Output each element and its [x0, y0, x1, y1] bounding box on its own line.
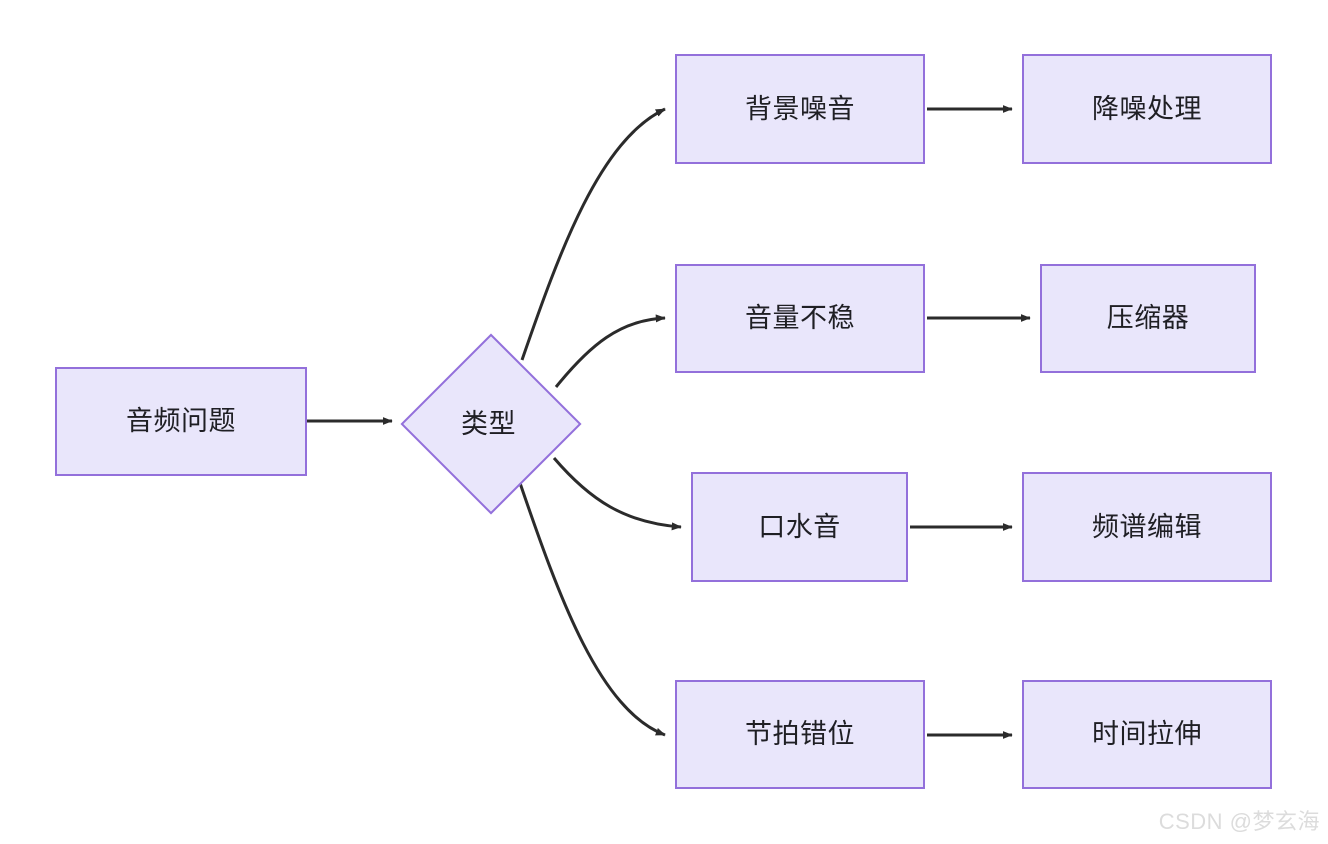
node-problem4[interactable]: 节拍错位 [675, 680, 925, 789]
node-problem3[interactable]: 口水音 [691, 472, 908, 582]
node-solution3-label: 频谱编辑 [1092, 511, 1202, 542]
node-problem1[interactable]: 背景噪音 [675, 54, 925, 164]
node-problem1-label: 背景噪音 [745, 93, 855, 124]
node-solution2[interactable]: 压缩器 [1040, 264, 1256, 373]
node-solution2-label: 压缩器 [1106, 303, 1190, 334]
node-solution1[interactable]: 降噪处理 [1022, 54, 1272, 164]
node-solution3[interactable]: 频谱编辑 [1022, 472, 1272, 582]
edge-decision-to-problem4 [518, 482, 666, 737]
edge-decision-to-problem1 [520, 107, 666, 361]
node-solution4-label: 时间拉伸 [1092, 719, 1202, 750]
edge-decision-to-problem3 [552, 457, 682, 531]
node-solution1-label: 降噪处理 [1092, 93, 1202, 124]
node-solution4[interactable]: 时间拉伸 [1022, 680, 1272, 789]
node-problem2[interactable]: 音量不稳 [675, 264, 925, 373]
watermark-text: CSDN @梦玄海 [1158, 809, 1320, 834]
node-problem3-label: 口水音 [758, 511, 841, 542]
node-start-label: 音频问题 [126, 406, 236, 437]
node-decision[interactable]: 类型 [399, 332, 582, 515]
node-decision-label: 类型 [461, 409, 516, 439]
edge-decision-to-problem2 [554, 314, 666, 388]
node-problem4-label: 节拍错位 [745, 719, 855, 750]
node-start[interactable]: 音频问题 [55, 367, 307, 476]
node-problem2-label: 音量不稳 [745, 303, 855, 334]
